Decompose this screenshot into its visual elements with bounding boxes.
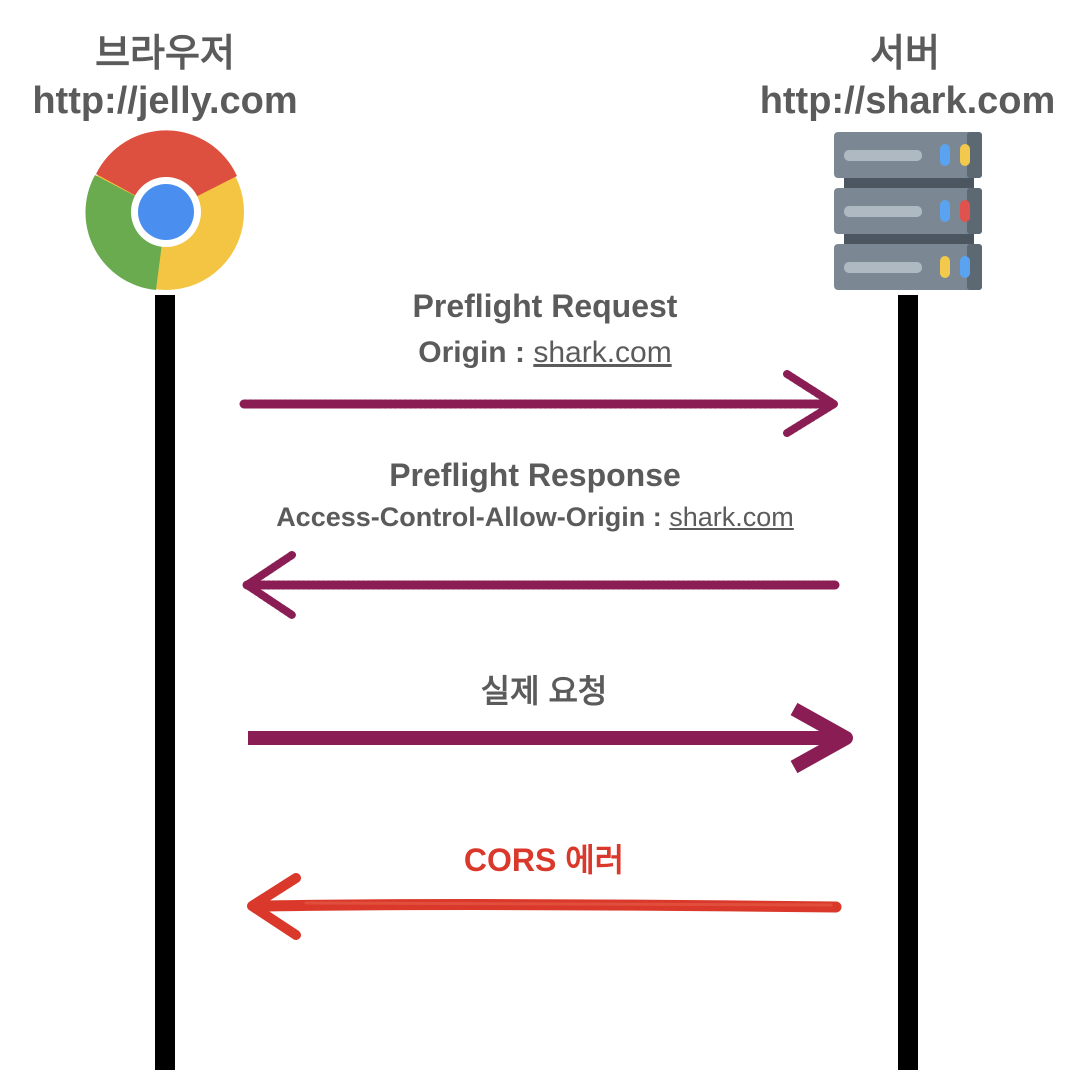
actual-request-arrow (248, 702, 853, 774)
server-lifeline (898, 295, 918, 1070)
header-separator: : (652, 502, 662, 532)
origin-header-value: shark.com (533, 336, 672, 369)
server-name: 서버 (870, 33, 940, 75)
acao-header-name: Access-Control-Allow-Origin (276, 502, 646, 532)
server-rack-icon (834, 132, 982, 290)
preflight-request-header: Origin : shark.com (345, 336, 745, 370)
origin-header-name: Origin (418, 336, 507, 369)
preflight-request-title: Preflight Request (412, 288, 678, 324)
cors-error-title: CORS 에러 (463, 842, 625, 878)
browser-url: http://jelly.com (32, 80, 298, 122)
preflight-response-header: Access-Control-Allow-Origin : shark.com (215, 502, 855, 533)
preflight-response-title: Preflight Response (389, 457, 681, 493)
preflight-request-arrow (239, 370, 839, 437)
browser-lifeline (155, 295, 175, 1070)
acao-header-value: shark.com (669, 502, 794, 532)
cors-error-arrow (247, 873, 842, 940)
chrome-icon (85, 130, 244, 290)
actual-request-title: 실제 요청 (480, 673, 608, 709)
preflight-response-arrow (242, 551, 842, 619)
browser-name: 브라우저 (95, 33, 235, 75)
header-separator: : (514, 336, 525, 369)
server-url: http://shark.com (759, 80, 1056, 122)
